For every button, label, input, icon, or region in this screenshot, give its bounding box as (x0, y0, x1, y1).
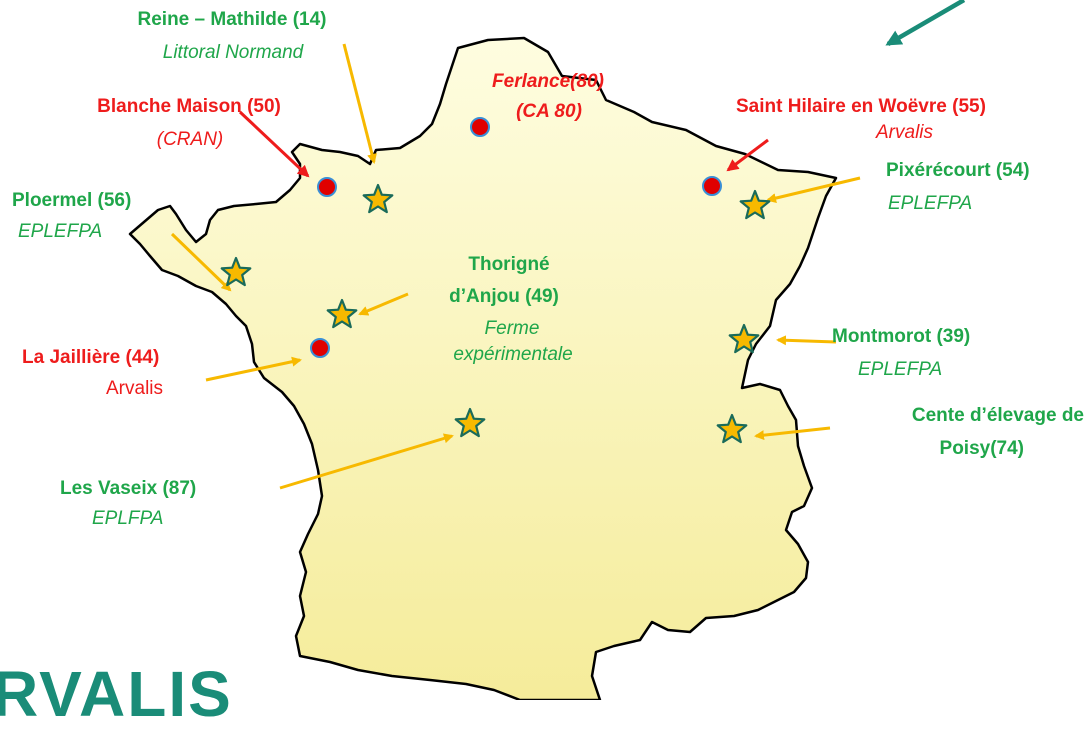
arrow-blanche-maison (238, 110, 310, 178)
label-les-vaseix: Les Vaseix (87) (60, 478, 197, 499)
star-shape (326, 298, 358, 329)
star-icon (454, 407, 486, 438)
star-shape (362, 183, 394, 214)
label-saint-hilaire: Saint Hilaire en Woëvre (55) (736, 96, 986, 117)
arrow-la-jailliere (205, 356, 302, 382)
arrow-saint-hilaire (726, 138, 769, 172)
arrow-poisy (754, 426, 831, 441)
sub-thorigne-line2: expérimentale (453, 344, 573, 365)
label-reine-mathilde: Reine – Mathilde (14) (137, 9, 327, 30)
star-icon (728, 323, 760, 354)
france-map (128, 0, 966, 700)
sub-ferlance: (CA 80) (516, 101, 582, 122)
dot-ferlance (470, 117, 490, 137)
sub-pixerecourt: EPLEFPA (888, 193, 973, 214)
label-montmorot: Montmorot (39) (832, 326, 971, 347)
sub-blanche-maison: (CRAN) (156, 129, 224, 150)
label-thorigne-line2: d’Anjou (49) (449, 286, 559, 307)
star-icon (362, 183, 394, 214)
sub-reine-mathilde: Littoral Normand (162, 42, 304, 63)
star-shape (454, 407, 486, 438)
sub-montmorot: EPLEFPA (858, 359, 943, 380)
label-poisy-line1: Cente d’élevage de (911, 405, 1084, 426)
star-icon (716, 413, 748, 444)
label-poisy-line2: Poisy(74) (939, 438, 1024, 459)
star-shape (728, 323, 760, 354)
arrow-top-right (885, 0, 966, 46)
sub-thorigne-line1: Ferme (484, 318, 540, 339)
label-ferlance: Ferlance(80) (492, 71, 604, 92)
sub-la-jailliere: Arvalis (106, 378, 164, 399)
dot-blanche-maison (317, 177, 337, 197)
arrow-montmorot (776, 335, 837, 346)
star-icon (326, 298, 358, 329)
star-shape (220, 256, 252, 287)
arrow-pixerecourt (766, 176, 861, 204)
label-ploermel: Ploermel (56) (12, 190, 132, 211)
label-blanche-maison: Blanche Maison (50) (97, 96, 281, 117)
dot-la-jailliere (310, 338, 330, 358)
label-la-jailliere: La Jaillière (44) (22, 347, 160, 368)
label-pixerecourt: Pixérécourt (54) (886, 160, 1030, 181)
france-outline (128, 36, 838, 700)
star-shape (739, 189, 771, 220)
arrow-thorigne (358, 292, 409, 316)
dot-saint-hilaire (702, 176, 722, 196)
star-shape (716, 413, 748, 444)
sub-ploermel: EPLEFPA (18, 221, 103, 242)
star-icon (739, 189, 771, 220)
sub-saint-hilaire: Arvalis (876, 122, 934, 143)
sub-les-vaseix: EPLFPA (92, 508, 164, 529)
arrow-les-vaseix (279, 433, 454, 490)
arrow-ploermel (170, 232, 232, 292)
star-icon (220, 256, 252, 287)
arvalis-logo: RVALIS (0, 658, 233, 730)
arrow-reine-mathilde (342, 43, 377, 164)
label-thorigne-line1: Thorigné (468, 254, 550, 275)
